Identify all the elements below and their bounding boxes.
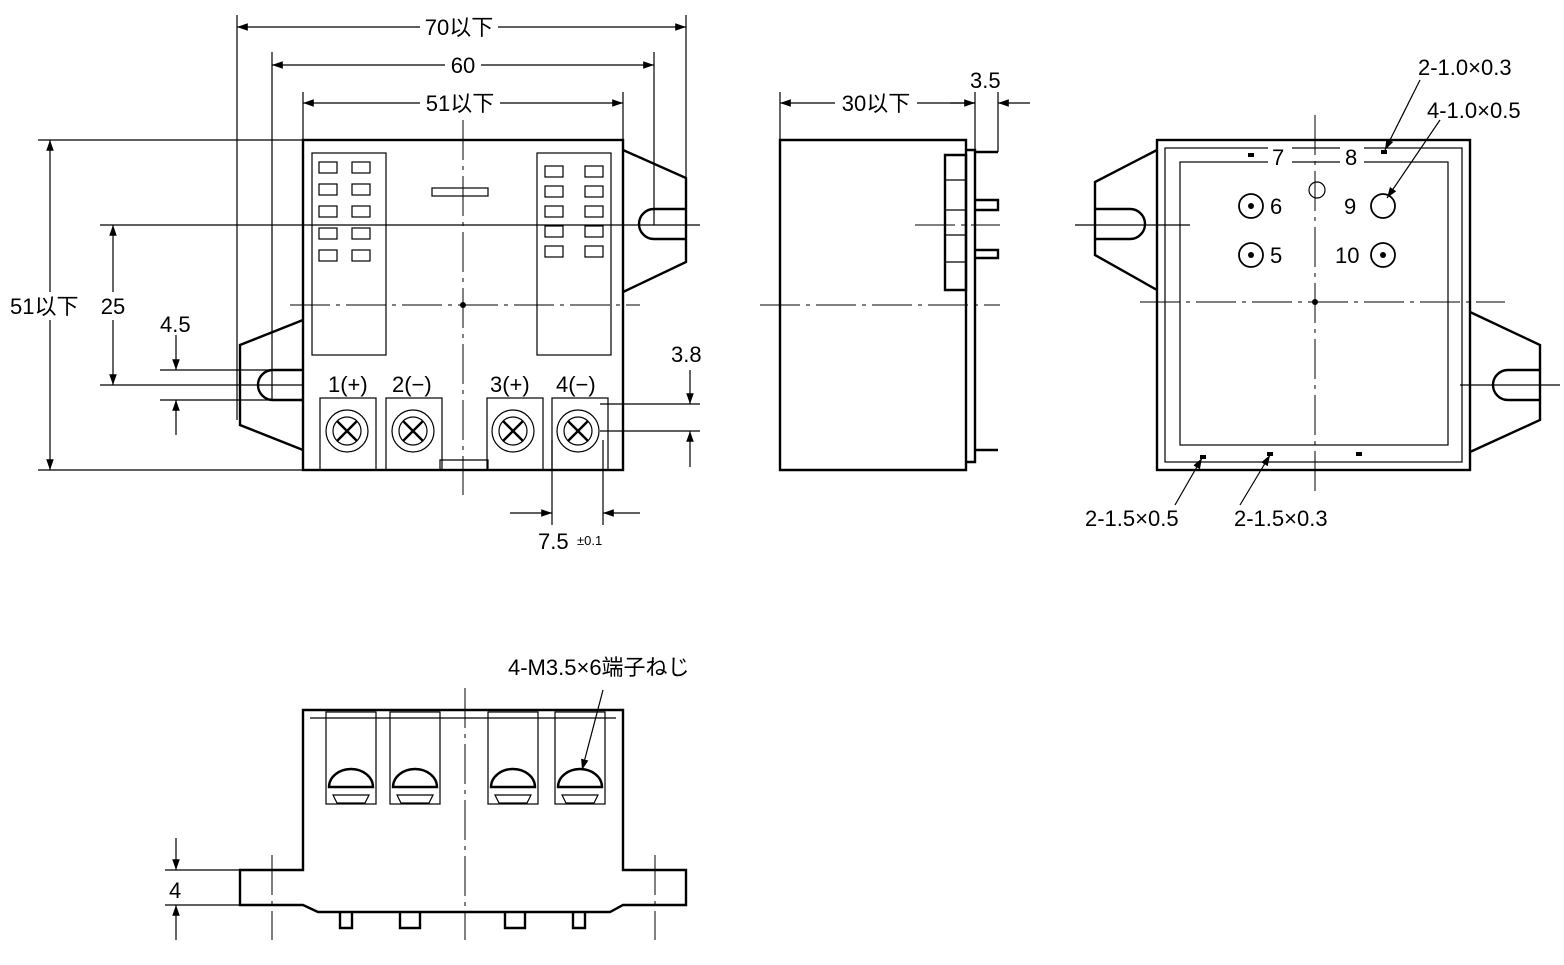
terminal-screw-3	[491, 409, 535, 453]
terminal-cell-4	[551, 397, 609, 471]
terminal-gap	[439, 459, 489, 470]
pin-label-8: 8	[1345, 145, 1357, 170]
rear-inner-panel	[1179, 161, 1449, 446]
bottom-pin-1	[338, 912, 354, 930]
terminal-screw-4	[556, 409, 600, 453]
dim-terminal-pitch-tol: ±0.1	[577, 533, 602, 548]
dim-hole-dia: 4.5	[160, 312, 191, 337]
relay-module-left	[311, 152, 387, 356]
bottom-pin-2	[398, 912, 422, 930]
terminal-cell-2	[385, 397, 443, 471]
bottom-terminal-4	[554, 711, 606, 805]
terminal-screw-2	[391, 409, 435, 453]
bottom-terminal-2	[389, 711, 441, 805]
side-view: 30以下 3.5	[760, 68, 1030, 472]
side-terminal-block	[943, 153, 968, 292]
terminal-label-4: 4(−)	[556, 372, 596, 397]
rear-left-flange	[1093, 148, 1158, 292]
terminal-label-3: 3(+)	[490, 372, 530, 397]
dim-height: 51以下	[10, 294, 78, 319]
terminal-cell-3	[486, 397, 544, 471]
dim-pin: 3.5	[970, 68, 1001, 93]
dim-mount-offset: 25	[101, 294, 125, 319]
rear-pin-9	[1370, 193, 1396, 219]
relay-left-pads	[318, 161, 371, 262]
rear-pin-6	[1238, 193, 1264, 219]
rear-left-slot	[1095, 207, 1147, 241]
terminal-screw-1	[325, 409, 369, 453]
relay-right-pads	[544, 165, 604, 258]
rear-view: 7 8 6 9 5 10 2-1.0×0.3 4-1.0×0.5 2-1.5×0…	[1075, 55, 1560, 531]
bottom-screw-2	[391, 767, 439, 804]
dim-flange: 4	[169, 878, 181, 903]
pin-label-10: 10	[1335, 243, 1359, 268]
side-pin-2	[975, 248, 1000, 260]
callout-top-2: 4-1.0×0.5	[1427, 98, 1521, 123]
side-base-plate	[966, 148, 977, 464]
relay-module-right	[536, 152, 612, 356]
dim-depth: 30以下	[842, 91, 910, 116]
rear-pin-5	[1238, 242, 1264, 268]
terminal-cell-1	[319, 397, 377, 471]
dim-terminal-pitch: 7.5	[538, 529, 569, 554]
bottom-screw-1	[327, 767, 375, 804]
rear-center-mark	[1308, 181, 1326, 199]
bottom-body-outline	[238, 708, 688, 914]
pin-label-9: 9	[1344, 194, 1356, 219]
rear-right-flange	[1469, 310, 1542, 454]
terminal-label-1: 1(+)	[328, 372, 368, 397]
rear-body-outline	[1155, 138, 1472, 472]
dim-terminal-height: 3.8	[671, 342, 702, 367]
dim-mount-pitch: 60	[451, 53, 475, 78]
callout-screw: 4-M3.5×6端子ねじ	[508, 655, 690, 680]
front-right-slot	[637, 207, 686, 241]
callout-bottom-1: 2-1.5×0.5	[1085, 506, 1179, 531]
terminal-label-2: 2(−)	[392, 372, 432, 397]
bottom-pin-3	[503, 912, 527, 930]
front-view: 70以下 60 51以下 51以下 25 4.5 3.8 7.5 ±0.1 1(…	[8, 13, 702, 554]
center-slot-mark	[431, 187, 489, 197]
pin-label-6: 6	[1270, 194, 1282, 219]
pin-label-7: 7	[1272, 145, 1284, 170]
bottom-screw-4	[556, 767, 604, 804]
bottom-view: 4-M3.5×6端子ねじ 4	[165, 655, 690, 940]
side-body-outline	[778, 138, 968, 472]
bottom-pin-4	[571, 912, 587, 930]
dim-body-width: 51以下	[426, 91, 494, 116]
pin-label-5: 5	[1270, 243, 1282, 268]
dim-overall-width: 70以下	[425, 15, 493, 40]
bottom-screw-3	[489, 767, 537, 804]
bottom-terminal-1	[325, 711, 377, 805]
rear-pin-10	[1370, 242, 1396, 268]
side-pin-1	[975, 198, 1000, 212]
callout-bottom-2: 2-1.5×0.3	[1234, 506, 1328, 531]
callout-top-1: 2-1.0×0.3	[1418, 55, 1512, 80]
bottom-terminal-3	[487, 711, 539, 805]
